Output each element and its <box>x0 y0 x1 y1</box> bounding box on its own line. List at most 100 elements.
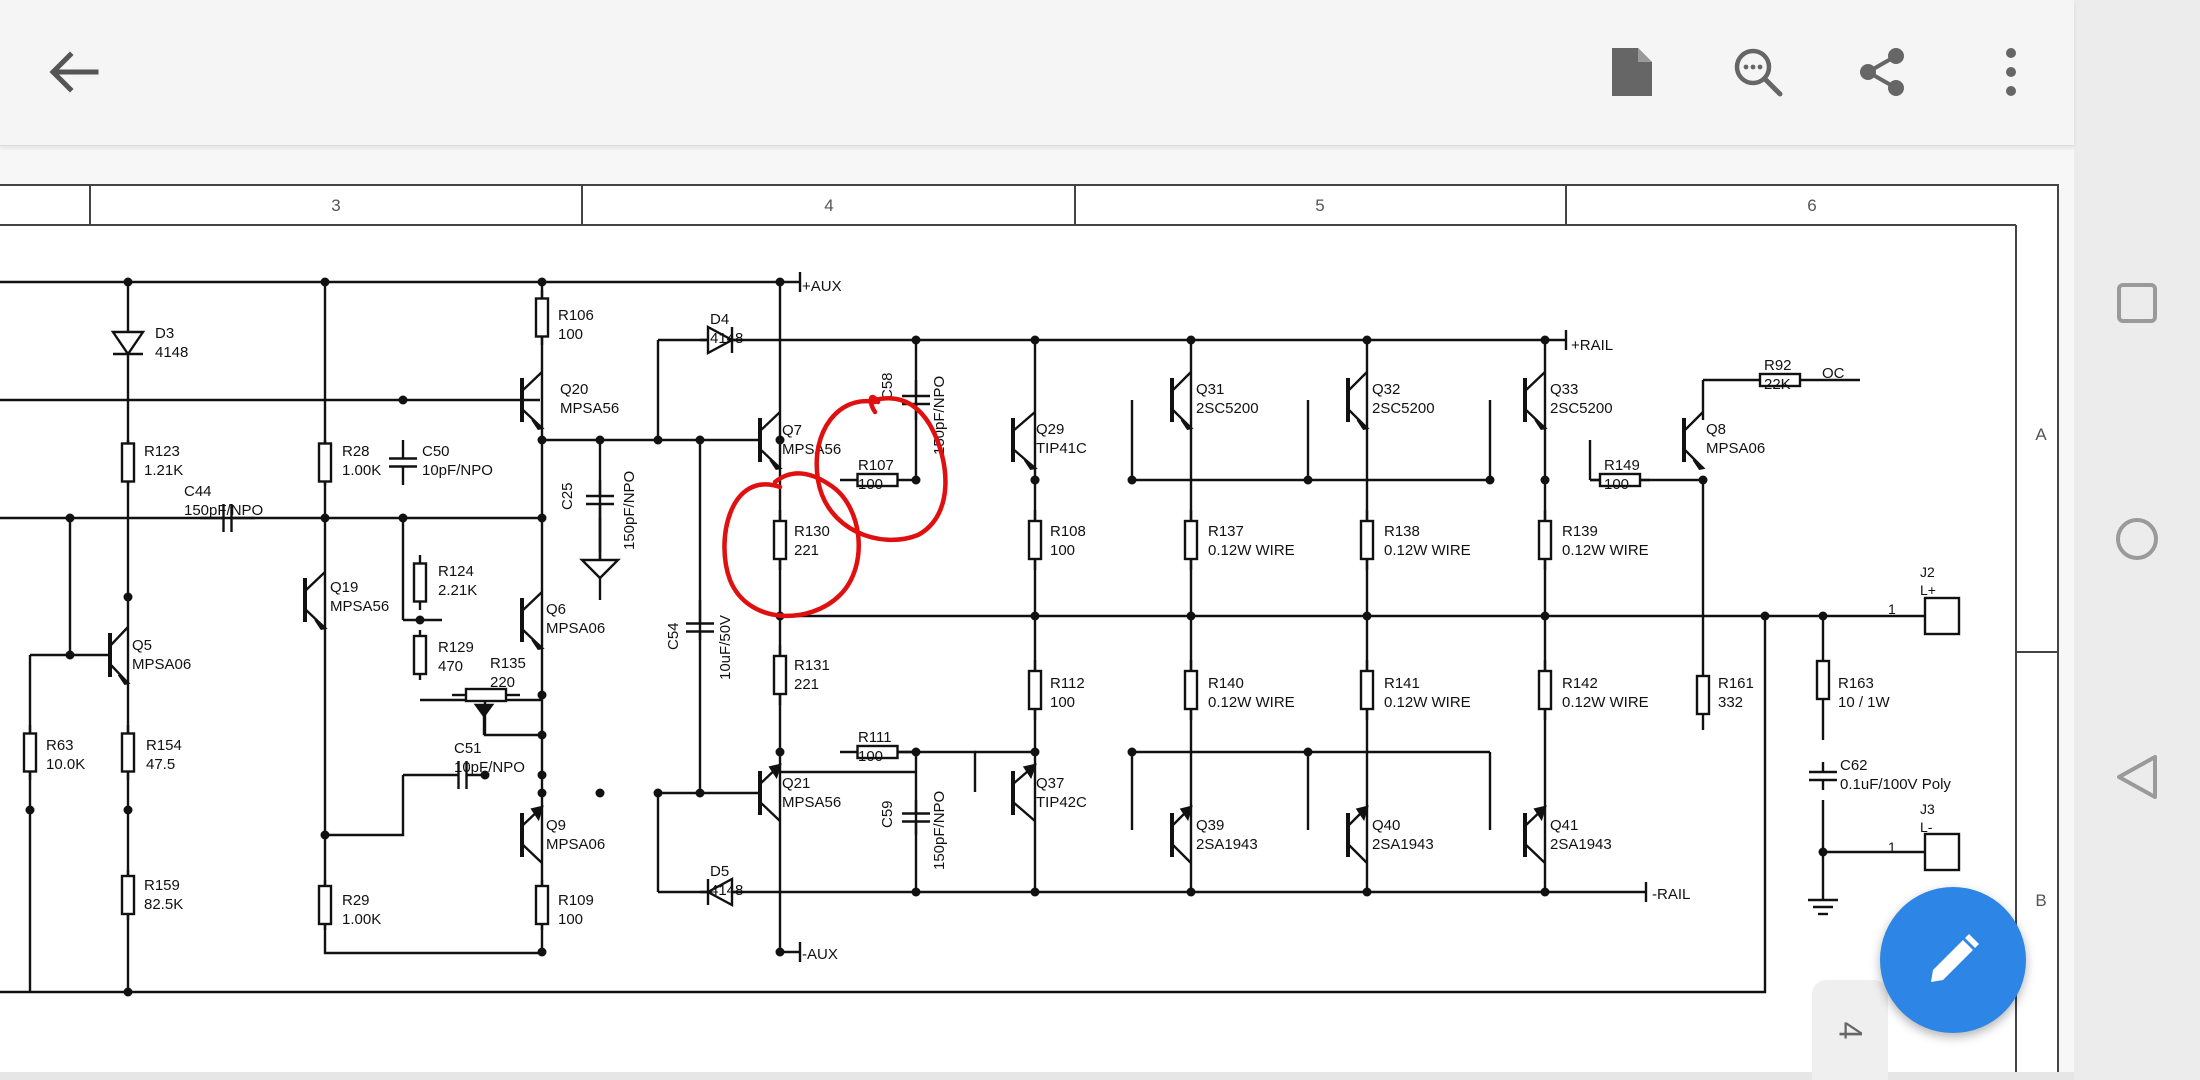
component-value: 100 <box>1050 694 1075 711</box>
app-bar <box>0 0 2074 146</box>
resistor-R92 <box>1758 372 1802 388</box>
component-value: MPSA56 <box>782 794 841 811</box>
component-value: 470 <box>438 658 463 675</box>
component-ref: R106 <box>558 307 594 324</box>
resistor-R161 <box>1695 674 1711 716</box>
component-value: 100 <box>1604 476 1629 493</box>
component-value: 10.0K <box>46 756 85 773</box>
component-ref: R124 <box>438 563 474 580</box>
resistor-R28 <box>317 442 333 483</box>
aux-plus-label: +AUX <box>802 278 842 295</box>
share-icon <box>1860 48 1904 96</box>
bottom-edge <box>0 1072 2074 1080</box>
component-value: 10uF/50V <box>717 615 734 680</box>
component-value: 1.21K <box>144 462 183 479</box>
component-ref: C58 <box>879 372 896 400</box>
component-ref: D4 <box>710 311 729 328</box>
component-value: 221 <box>794 542 819 559</box>
component-ref: R137 <box>1208 523 1244 540</box>
component-value: 0.12W WIRE <box>1384 542 1471 559</box>
component-ref: R161 <box>1718 675 1754 692</box>
junctions <box>25 277 1828 997</box>
diode-D4 <box>706 324 735 356</box>
resistor-R159 <box>120 874 136 916</box>
col-label: 4 <box>824 196 833 215</box>
component-ref: R109 <box>558 892 594 909</box>
component-ref: R107 <box>858 457 894 474</box>
component-ref: C51 <box>454 740 482 757</box>
component-ref: R159 <box>144 877 180 894</box>
resistor-R140 <box>1183 669 1199 711</box>
resistor-R29 <box>317 884 333 926</box>
col-label: 6 <box>1807 196 1816 215</box>
resistor-R138 <box>1359 519 1375 561</box>
resistor-R109 <box>534 884 550 926</box>
component-value: 100 <box>558 911 583 928</box>
pencil-icon <box>1931 934 1979 982</box>
component-value: 100 <box>558 326 583 343</box>
component-value: MPSA06 <box>132 656 191 673</box>
component-ref: Q21 <box>782 775 810 792</box>
component-value: 150pF/NPO <box>184 502 263 519</box>
component-ref: Q8 <box>1706 421 1726 438</box>
edit-fab[interactable] <box>1880 887 2026 1033</box>
document-button[interactable] <box>1596 36 1668 108</box>
component-ref: Q32 <box>1372 381 1400 398</box>
col-label: 3 <box>331 196 340 215</box>
resistor-R63 <box>22 732 38 773</box>
resistor-R124 <box>412 562 428 603</box>
j2-ref: J2 <box>1920 564 1935 580</box>
component-value: 2SA1943 <box>1550 836 1612 853</box>
more-options-button[interactable] <box>1975 36 2047 108</box>
component-value: TIP41C <box>1036 440 1087 457</box>
component-ref: C62 <box>1840 757 1868 774</box>
oc-label: OC <box>1822 365 1845 382</box>
resistor-R111 <box>856 744 899 760</box>
component-value: 10pF/NPO <box>422 462 493 479</box>
component-value: 22K <box>1764 376 1791 393</box>
component-value: 2SC5200 <box>1550 400 1613 417</box>
j3-ref: J3 <box>1920 801 1935 817</box>
component-ref: Q41 <box>1550 817 1578 834</box>
search-in-document-button[interactable] <box>1722 36 1794 108</box>
back-nav-button[interactable] <box>2074 722 2200 832</box>
component-ref: R130 <box>794 523 830 540</box>
component-ref: R28 <box>342 443 370 460</box>
wires <box>0 272 1925 994</box>
connector-J2 <box>1923 596 1961 636</box>
back-button[interactable] <box>38 36 110 108</box>
component-ref: R112 <box>1050 675 1085 692</box>
component-ref: Q9 <box>546 817 566 834</box>
component-value: 1.00K <box>342 911 381 928</box>
component-ref: C44 <box>184 483 212 500</box>
resistor-R154 <box>120 732 136 773</box>
component-ref: Q37 <box>1036 775 1064 792</box>
share-button[interactable] <box>1846 36 1918 108</box>
home-button[interactable] <box>2074 484 2200 594</box>
component-ref: Q19 <box>330 579 358 596</box>
recents-button[interactable] <box>2074 248 2200 358</box>
component-ref: Q7 <box>782 422 802 439</box>
component-value: 4148 <box>710 330 743 347</box>
component-ref: R111 <box>858 729 892 746</box>
component-ref: R139 <box>1562 523 1598 540</box>
j2-pin-name: L+ <box>1920 582 1936 598</box>
resistor-R106 <box>534 297 550 338</box>
component-value: 100 <box>858 476 883 493</box>
component-value: MPSA56 <box>782 441 841 458</box>
page-indicator[interactable]: 4 <box>1812 980 1888 1080</box>
component-ref: R163 <box>1838 675 1874 692</box>
component-value: 0.12W WIRE <box>1384 694 1471 711</box>
frame: 3 4 5 6 A B <box>0 184 2059 1080</box>
component-ref: R140 <box>1208 675 1244 692</box>
aux-minus-label: -AUX <box>802 946 838 963</box>
diode-D5 <box>705 876 734 908</box>
resistor-R129 <box>412 634 428 676</box>
component-ref: Q39 <box>1196 817 1224 834</box>
component-value: 10pF/NPO <box>454 759 525 776</box>
triangle-back-icon <box>2117 755 2157 799</box>
component-value: MPSA56 <box>560 400 619 417</box>
resistor-R108 <box>1027 519 1043 561</box>
circle-icon <box>2116 518 2158 560</box>
